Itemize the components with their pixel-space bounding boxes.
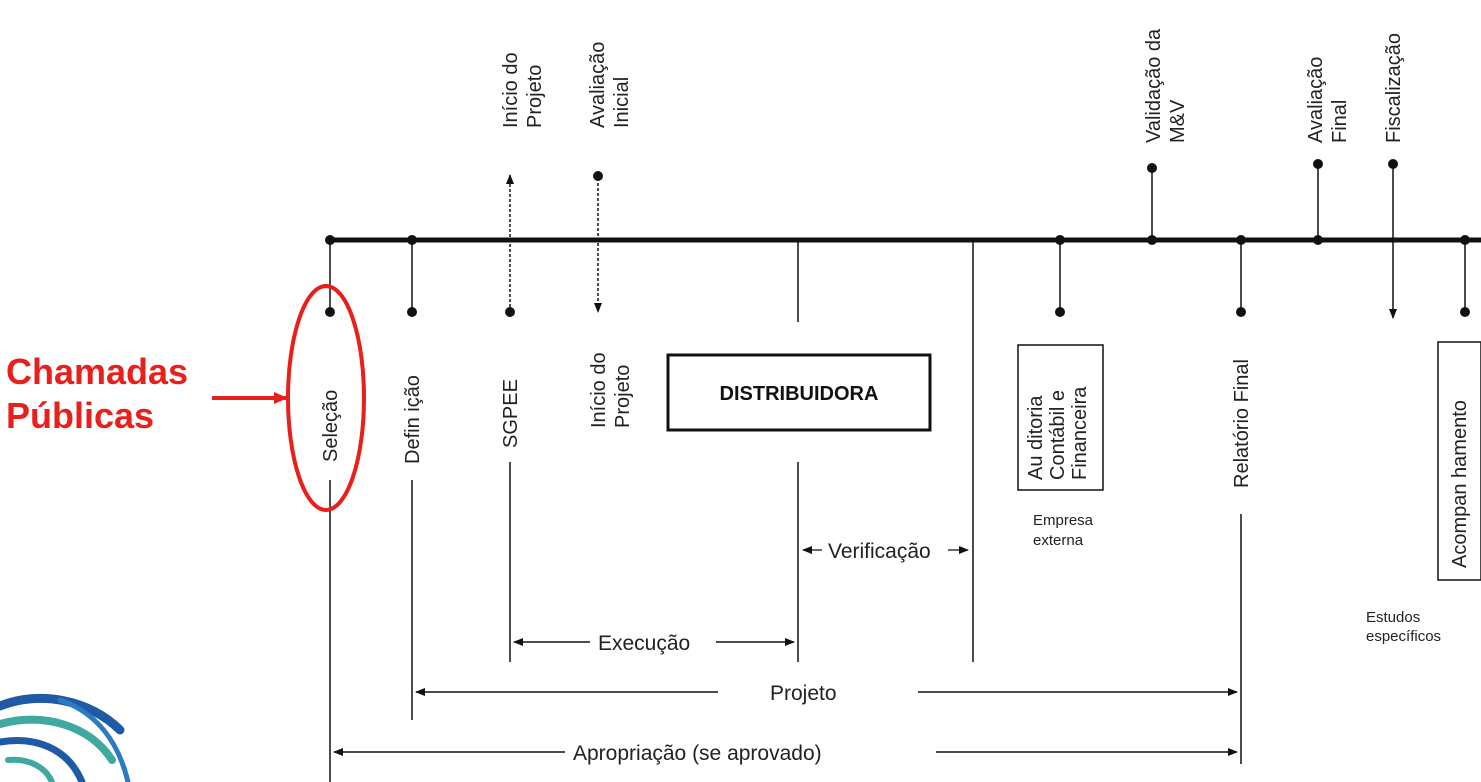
marker-avaliacao-final: Avaliação Final (1305, 51, 1351, 240)
label-auditoria-1: Au ditoria (1025, 395, 1047, 480)
marker-inicio-projeto-bottom: Início do Projeto (588, 347, 634, 428)
marker-avaliacao-inicial: Avaliação Inicial (587, 36, 633, 313)
marker-fiscalizacao: Fiscalização (1383, 33, 1405, 319)
label-inicio-projeto-bottom-1: Início do (588, 352, 610, 428)
span-projeto: Projeto (415, 682, 1238, 705)
callout-chamadas-publicas: Chamadas Públicas (6, 350, 188, 438)
marker-validacao-mv: Validação da M&V (1143, 23, 1189, 240)
label-sgpee: SGPEE (500, 379, 522, 448)
svg-text:Início do Projeto: Início do Projeto (500, 47, 546, 128)
svg-text:Início do Projeto: Início do Projeto (588, 347, 634, 428)
label-selecao: Seleção (320, 390, 342, 462)
marker-definicao: Defin ição (402, 240, 424, 464)
marker-relatorio-final: Relatório Final (1231, 240, 1253, 764)
marker-auditoria: Au ditoria Contábil e Financeira Empresa… (1017, 240, 1104, 549)
highlight-ellipse (286, 284, 366, 512)
marker-sgpee: SGPEE (500, 307, 522, 448)
label-acompanhamento: Acompan hamento (1449, 400, 1471, 568)
label-avaliacao-final-2: Final (1329, 100, 1351, 143)
label-auditoria-3: Financeira (1069, 386, 1091, 480)
marker-selecao: Seleção (320, 240, 342, 462)
marker-acompanhamento: Acompan hamento Estudos específicos (1366, 240, 1481, 645)
callout-line-2: Públicas (6, 395, 155, 436)
note-empresa-externa-2: externa (1033, 532, 1084, 549)
svg-text:Validação da M&V: Validação da M&V (1143, 23, 1189, 143)
svg-text:Avaliação Final: Avaliação Final (1305, 51, 1351, 143)
label-validacao-mv-1: Validação da (1143, 28, 1165, 143)
label-distribuidora: DISTRIBUIDORA (720, 383, 879, 405)
label-definicao: Defin ição (402, 375, 424, 464)
note-estudos-2: específicos (1366, 628, 1441, 645)
marker-inicio-projeto-top: Início do Projeto (500, 47, 546, 312)
label-avaliacao-inicial-2: Inicial (611, 77, 633, 128)
callout-line-1: Chamadas (6, 351, 189, 392)
svg-text:Avaliação Inicial: Avaliação Inicial (587, 36, 633, 128)
span-execucao: Execução (513, 632, 795, 655)
label-execucao: Execução (598, 632, 690, 655)
label-projeto: Projeto (770, 682, 837, 705)
svg-text:Au ditoria Contábil e: Au ditoria Contábil e Financeira (1025, 384, 1091, 480)
span-verificacao: Verificação (802, 540, 969, 563)
label-inicio-projeto-top-2: Projeto (524, 65, 546, 128)
label-inicio-projeto-top-1: Início do (500, 52, 522, 128)
logo-swirl-icon (0, 693, 131, 782)
span-apropriacao: Apropriação (se aprovado) (333, 742, 1238, 765)
label-verificacao: Verificação (828, 540, 931, 563)
label-avaliacao-final-1: Avaliação (1305, 57, 1327, 143)
label-validacao-mv-2: M&V (1167, 99, 1189, 143)
label-inicio-projeto-bottom-2: Projeto (612, 365, 634, 428)
distribuidora-box: DISTRIBUIDORA (666, 353, 932, 432)
label-auditoria-2: Contábil e (1047, 390, 1069, 480)
note-empresa-externa-1: Empresa (1033, 512, 1094, 529)
label-apropriacao: Apropriação (se aprovado) (573, 742, 822, 765)
label-fiscalizacao: Fiscalização (1383, 33, 1405, 143)
label-relatorio-final: Relatório Final (1231, 359, 1253, 488)
note-estudos-1: Estudos (1366, 609, 1420, 626)
label-avaliacao-inicial-1: Avaliação (587, 42, 609, 128)
